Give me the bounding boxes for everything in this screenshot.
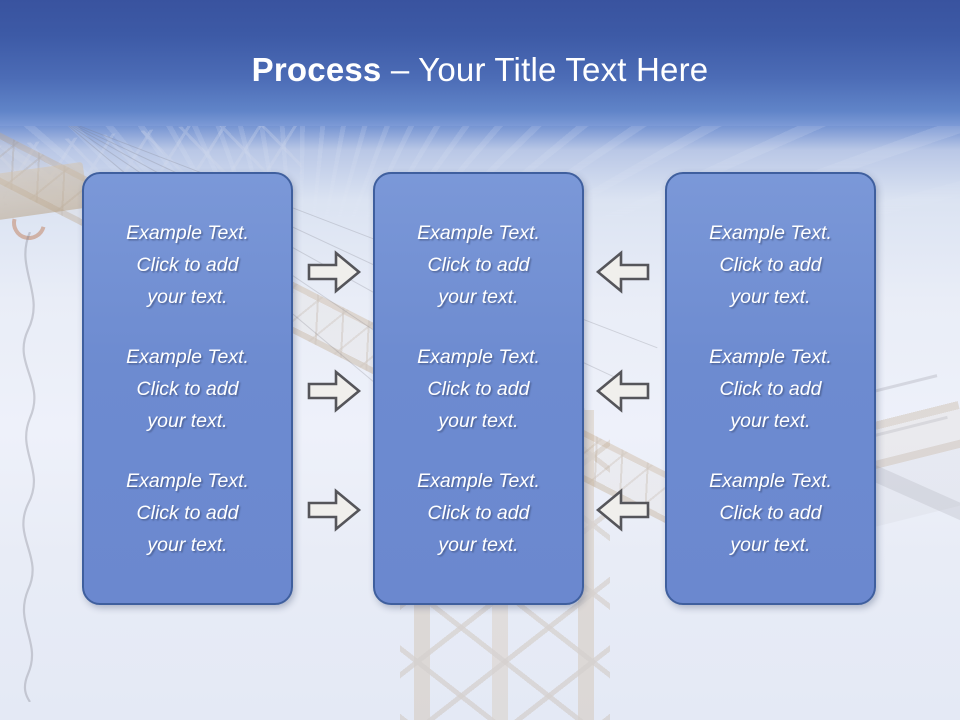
arrow-left-icon[interactable] (595, 487, 651, 533)
process-column-left[interactable]: Example Text. Click to add your text. Ex… (82, 172, 293, 605)
process-column-right[interactable]: Example Text. Click to add your text. Ex… (665, 172, 876, 605)
crane-rope-icon (8, 232, 54, 702)
text-placeholder[interactable]: Example Text. Click to add your text. (126, 221, 249, 308)
text-placeholder[interactable]: Example Text. Click to add your text. (709, 469, 832, 556)
arrow-right-icon[interactable] (306, 368, 362, 414)
arrow-left-icon[interactable] (595, 249, 651, 295)
arrow-right-icon[interactable] (306, 487, 362, 533)
text-placeholder[interactable]: Example Text. Click to add your text. (417, 221, 540, 308)
page-title-rest: – Your Title Text Here (381, 51, 709, 88)
text-placeholder[interactable]: Example Text. Click to add your text. (126, 345, 249, 432)
text-placeholder[interactable]: Example Text. Click to add your text. (709, 345, 832, 432)
arrow-right-icon[interactable] (306, 249, 362, 295)
text-placeholder[interactable]: Example Text. Click to add your text. (126, 469, 249, 556)
process-column-middle[interactable]: Example Text. Click to add your text. Ex… (373, 172, 584, 605)
text-placeholder[interactable]: Example Text. Click to add your text. (417, 345, 540, 432)
text-placeholder[interactable]: Example Text. Click to add your text. (417, 469, 540, 556)
arrow-left-icon[interactable] (595, 368, 651, 414)
title-band (0, 0, 960, 126)
page-title-emphasis: Process (251, 51, 382, 88)
page-title: Process – Your Title Text Here (0, 50, 960, 90)
text-placeholder[interactable]: Example Text. Click to add your text. (709, 221, 832, 308)
